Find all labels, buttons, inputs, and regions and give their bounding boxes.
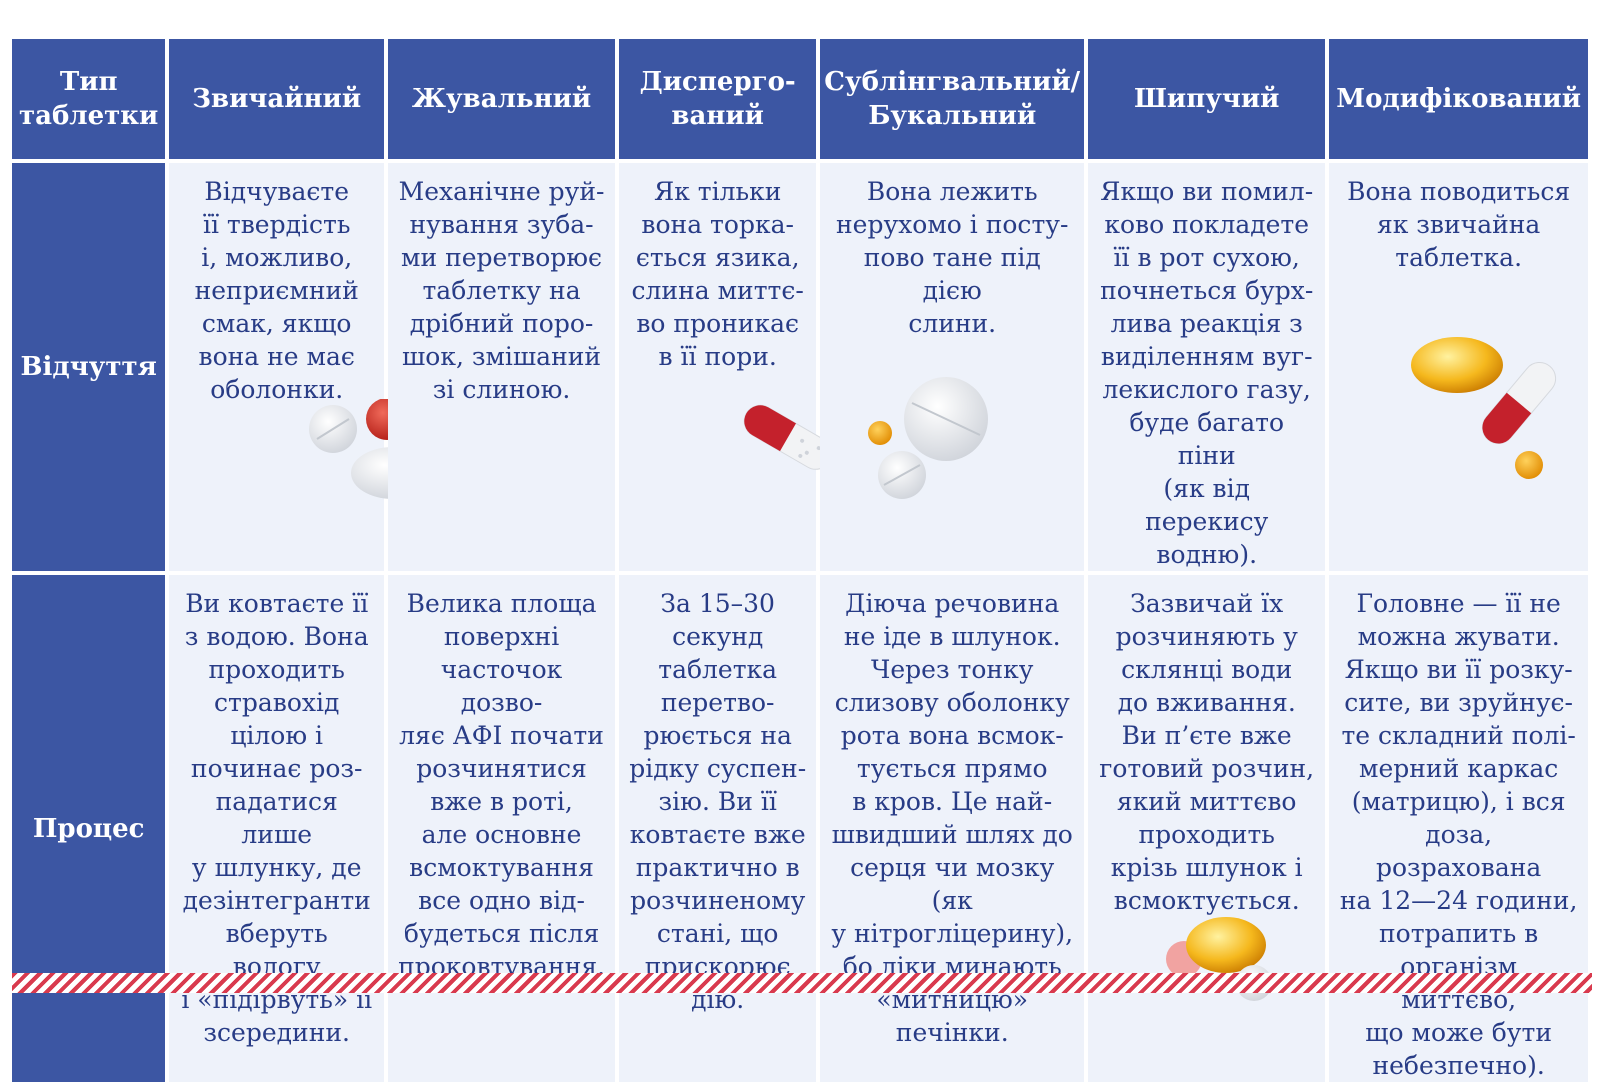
cell-process-effervescent: Зазвичай їх розчиняють у склянці води до…	[1088, 575, 1326, 1082]
cell-text: Якщо ви помил- ково покладете її в рот с…	[1100, 177, 1314, 569]
header-chewable: Жувальний	[388, 39, 616, 159]
header-dispersible: Дисперго- ваний	[619, 39, 817, 159]
row-label-process: Процес	[12, 575, 166, 1082]
cell-text: Головне — її не можна жувати. Якщо ви її…	[1339, 589, 1578, 1080]
cell-text: Вона лежить нерухомо і посту- пово тане …	[836, 177, 1069, 338]
cell-text: Вона поводиться як звичайна таблетка.	[1347, 177, 1571, 272]
header-modified: Модифікований	[1329, 39, 1588, 159]
header-effervescent: Шипучий	[1088, 39, 1326, 159]
pill-types-table: Тип таблетки Звичайний Жувальний Дисперг…	[8, 35, 1592, 1086]
cell-sensation-sublingual: Вона лежить нерухомо і посту- пово тане …	[820, 163, 1085, 571]
cell-process-dispersible: За 15–30 секунд таблетка перетво- рюєтьс…	[619, 575, 817, 1082]
cell-text: Відчуваєте її твердість і, можливо, непр…	[194, 177, 359, 404]
header-type: Тип таблетки	[12, 39, 166, 159]
tablets-icon	[868, 377, 989, 499]
cell-process-regular: Ви ковтаєте її з водою. Вона проходить с…	[169, 575, 385, 1082]
header-regular: Звичайний	[169, 39, 385, 159]
cell-process-chewable: Велика площа поверхні часточок дозво- ля…	[388, 575, 616, 1082]
softgel-icon	[1411, 337, 1557, 479]
header-row: Тип таблетки Звичайний Жувальний Дисперг…	[12, 39, 1588, 159]
cell-sensation-dispersible: Як тільки вона торка- ється язика, слина…	[619, 163, 833, 571]
bottom-stripe-divider	[12, 973, 1592, 993]
cell-text: Як тільки вона торка- ється язика, слина…	[631, 177, 804, 371]
header-sublingual: Сублінгвальний/ Букальний	[820, 39, 1085, 159]
cell-sensation-chewable: Механічне руй- нування зуба- ми перетвор…	[388, 163, 616, 571]
capsule-icon	[743, 404, 833, 470]
row-sensation: Відчуття Відчуваєте її твердість і, можл…	[12, 163, 1588, 571]
row-label-sensation: Відчуття	[12, 163, 166, 571]
pill-types-table-container: Тип таблетки Звичайний Жувальний Дисперг…	[8, 35, 1592, 1086]
row-process: Процес Ви ковтаєте її з водою. Вона прох…	[12, 575, 1588, 1082]
cell-text: За 15–30 секунд таблетка перетво- рюєтьс…	[629, 589, 807, 1014]
cell-text: Велика площа поверхні часточок дозво- ля…	[398, 589, 606, 981]
cell-sensation-modified: Вона поводиться як звичайна таблетка.	[1329, 163, 1588, 571]
cell-text: Зазвичай їх розчиняють у склянці води до…	[1099, 589, 1315, 915]
cell-text: Механічне руй- нування зуба- ми перетвор…	[398, 177, 605, 404]
cell-sensation-regular: Відчуваєте її твердість і, можливо, непр…	[169, 163, 436, 571]
cell-process-modified: Головне — її не можна жувати. Якщо ви її…	[1329, 575, 1588, 1082]
cell-sensation-effervescent: Якщо ви помил- ково покладете її в рот с…	[1088, 163, 1326, 571]
cell-process-sublingual: Діюча речовина не іде в шлунок. Через то…	[820, 575, 1085, 1082]
